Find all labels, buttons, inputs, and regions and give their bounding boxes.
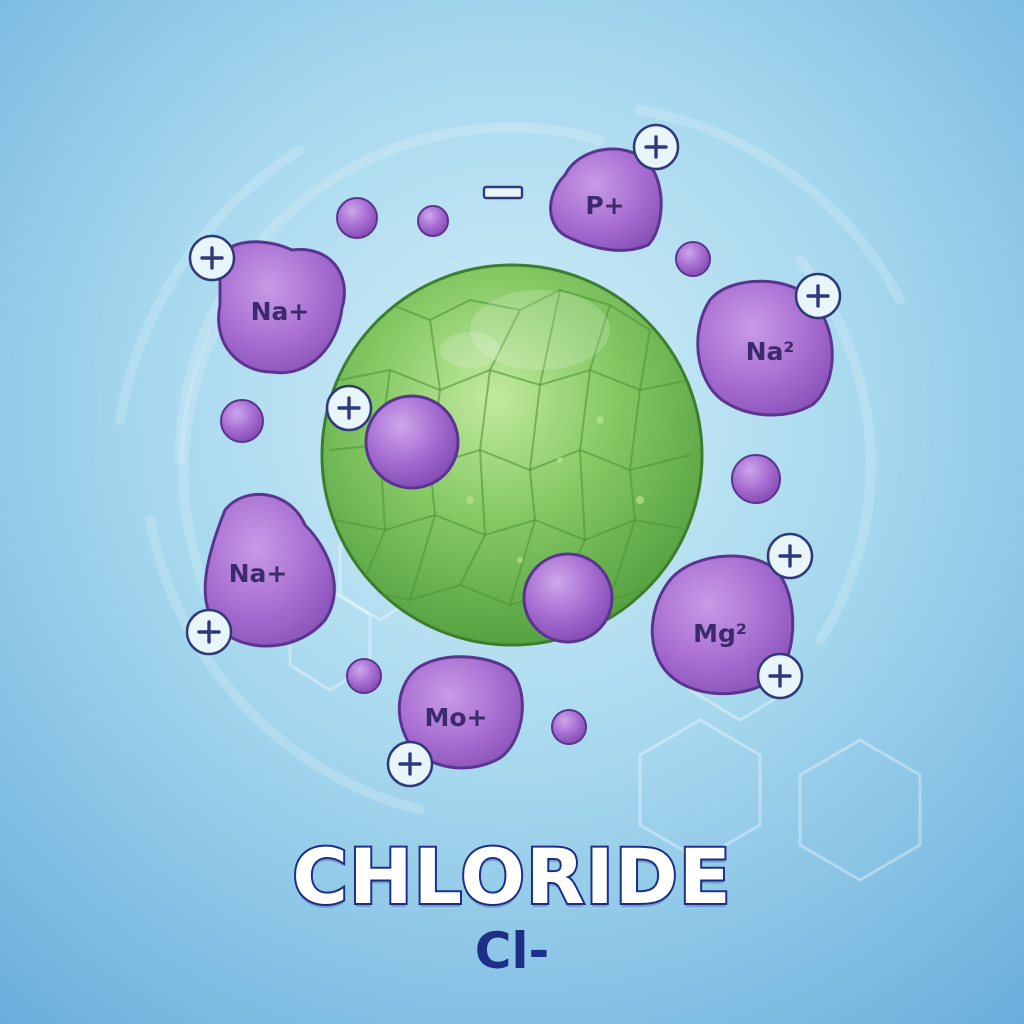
ion-p-plus: P+ xyxy=(549,123,680,252)
ion-mg-squared: Mg² xyxy=(650,532,814,700)
page-title: CHLORIDE xyxy=(290,830,733,923)
ion-na-plus-2: Na+ xyxy=(185,493,336,656)
ion-na-squared: Na² xyxy=(696,272,842,417)
plus-icon xyxy=(386,740,434,788)
small-purple-balls xyxy=(220,197,781,745)
plus-icon xyxy=(794,272,842,320)
ion-label: Mg² xyxy=(693,619,747,648)
purple-ball xyxy=(522,552,614,644)
plus-icon xyxy=(766,532,814,580)
plus-icon xyxy=(632,123,680,171)
chemical-formula: Cl- xyxy=(474,922,550,980)
ion-label: Na+ xyxy=(251,297,310,326)
ion-label: Na² xyxy=(746,337,795,366)
minus-sign xyxy=(482,185,524,200)
ion-na-plus-1: Na+ xyxy=(188,234,346,375)
plus-icon xyxy=(188,234,236,282)
plus-icon xyxy=(185,608,233,656)
ion-label: Mo+ xyxy=(424,703,487,732)
ion-label: P+ xyxy=(585,191,624,220)
ion-mo-plus: Mo+ xyxy=(386,655,524,788)
purple-ball xyxy=(364,394,460,490)
plus-icon xyxy=(325,384,373,432)
plus-icon xyxy=(756,652,804,700)
ion-label: Na+ xyxy=(229,559,288,588)
